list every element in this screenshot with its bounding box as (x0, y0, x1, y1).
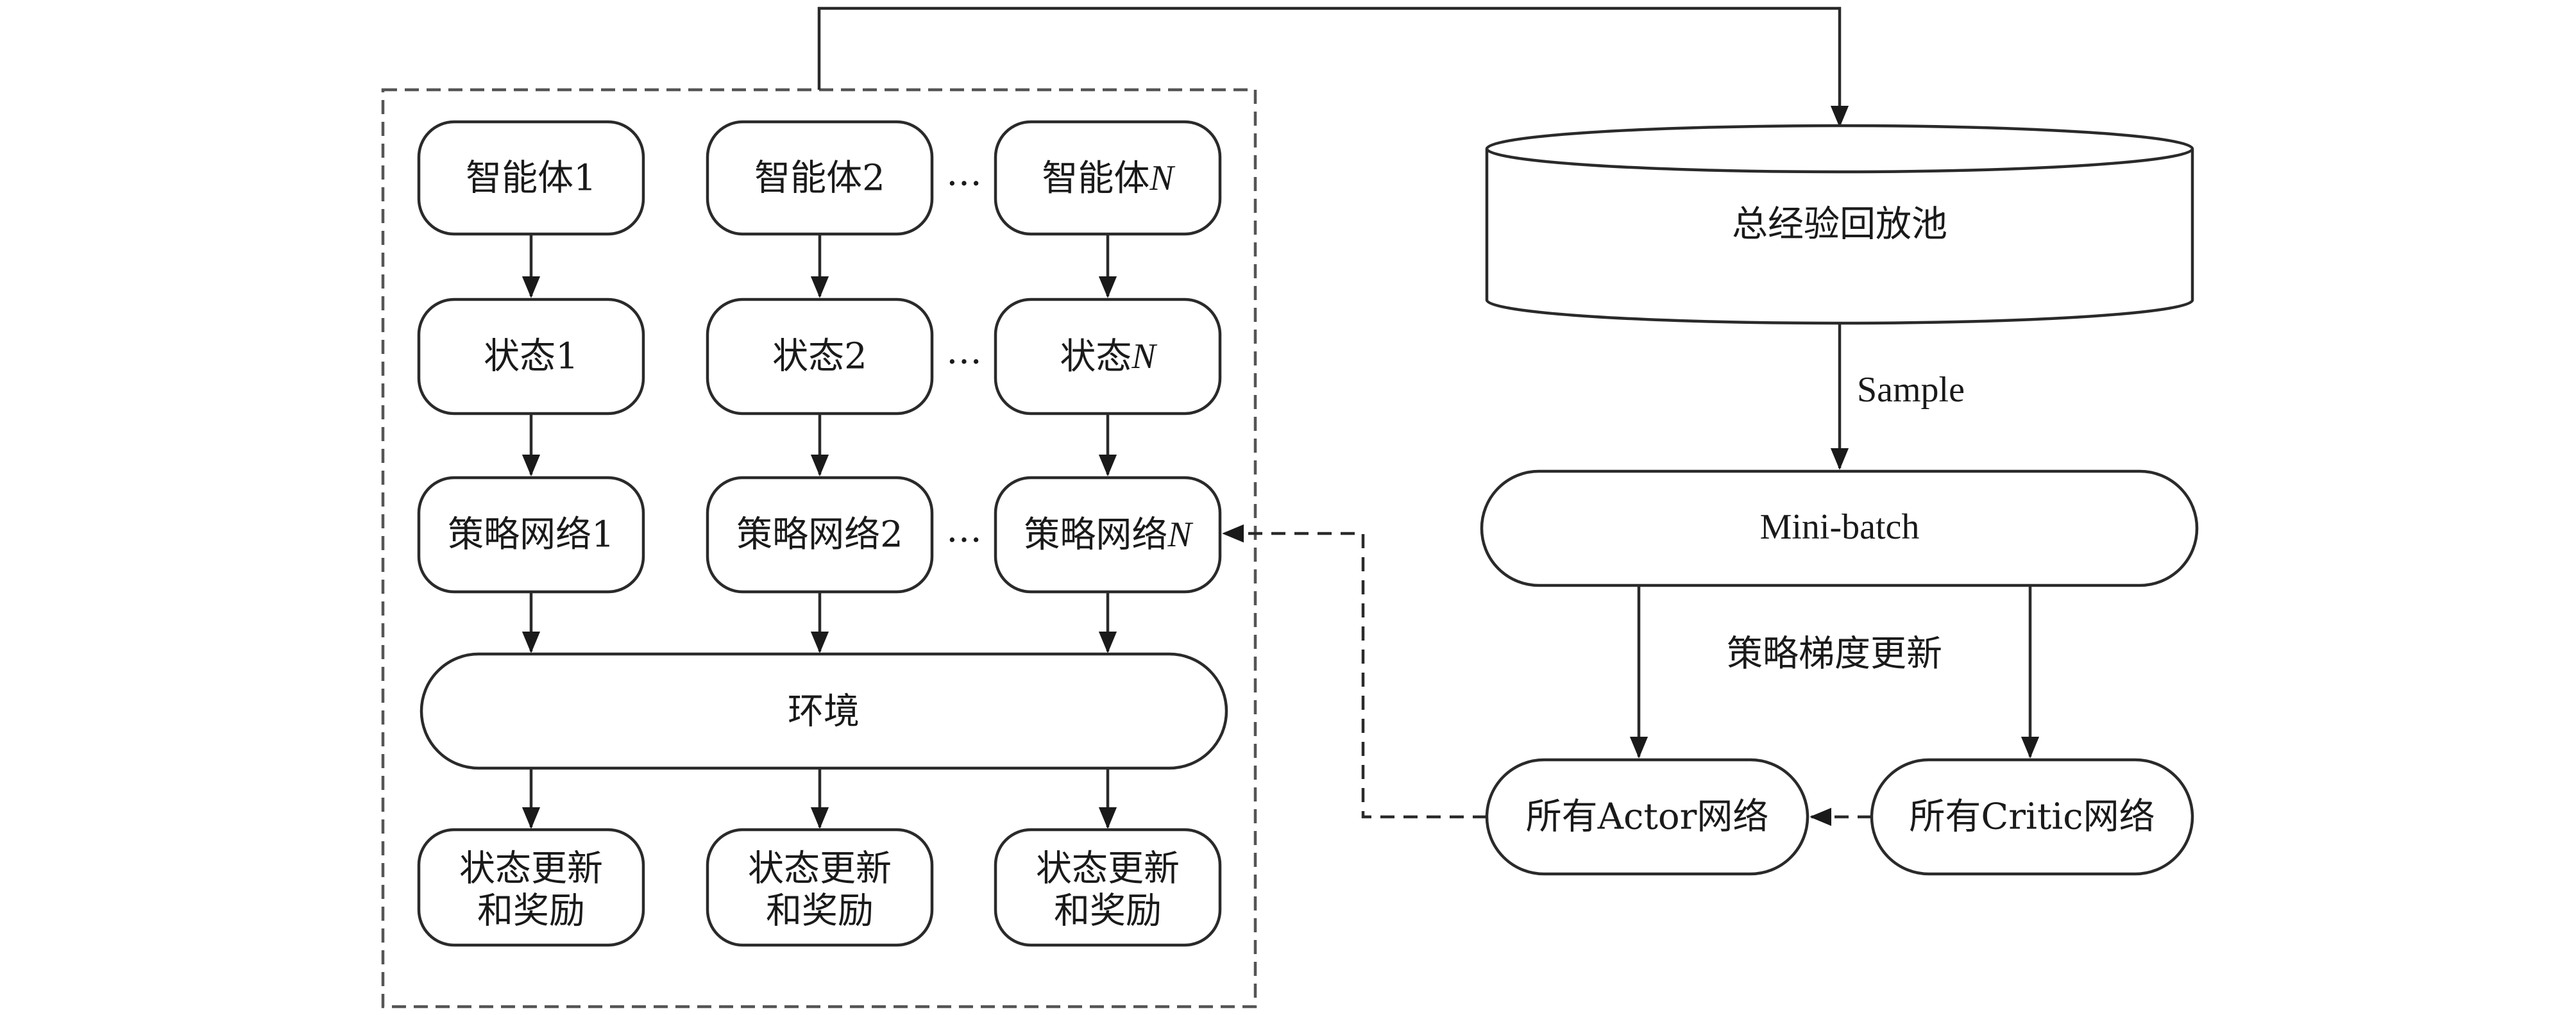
output-1-line2: 和奖励 (477, 891, 585, 932)
policy-2-label: 策略网络2 (736, 514, 903, 556)
state-1-label: 状态1 (484, 336, 579, 378)
policies-ellipsis: … (946, 509, 982, 551)
agent-n-label: 智能体N (1042, 158, 1175, 199)
output-1-line1: 状态更新 (459, 848, 603, 890)
agent-2-label: 智能体2 (754, 158, 885, 199)
policy-gradient-update-label: 策略梯度更新 (1727, 633, 1942, 675)
states-ellipsis: … (946, 331, 982, 373)
state-n-prefix: 状态 (1060, 336, 1131, 378)
policy-n-var: N (1167, 515, 1193, 555)
agents-ellipsis: … (946, 153, 982, 194)
environment-label: 环境 (788, 691, 860, 733)
output-1-box (417, 828, 645, 947)
all-critic-label: 所有Critic网络 (1909, 796, 2155, 838)
agent-n-var: N (1149, 158, 1175, 198)
replay-pool-cylinder-body (1485, 149, 2194, 325)
policy-n-prefix: 策略网络 (1024, 514, 1167, 556)
state-n-label: 状态N (1060, 336, 1157, 378)
output-2-box (706, 828, 934, 947)
mini-batch-label: Mini-batch (1760, 507, 1920, 547)
replay-pool-cylinder-top (1485, 124, 2194, 174)
sample-label: Sample (1857, 370, 1965, 410)
mini-batch-box (1480, 469, 2199, 587)
agent-n-prefix: 智能体 (1042, 158, 1149, 199)
output-n-box (994, 828, 1222, 947)
frame-to-replay-arrow (817, 6, 1849, 128)
agent-1-label: 智能体1 (466, 158, 597, 199)
output-n-line1: 状态更新 (1036, 848, 1180, 890)
policy-1-label: 策略网络1 (448, 514, 614, 556)
replay-pool-label: 总经验回放池 (1732, 204, 1947, 246)
output-2-line1: 状态更新 (748, 848, 892, 890)
policy-n-label: 策略网络N (1024, 514, 1193, 556)
output-n-line2: 和奖励 (1054, 891, 1162, 932)
state-n-var: N (1131, 337, 1157, 376)
output-2-line2: 和奖励 (766, 891, 874, 932)
dashed-arrow-actor-policyn (1222, 524, 1487, 819)
environment-box (419, 652, 1228, 770)
state-2-label: 状态2 (772, 336, 867, 378)
all-actor-label: 所有Actor网络 (1526, 796, 1769, 838)
